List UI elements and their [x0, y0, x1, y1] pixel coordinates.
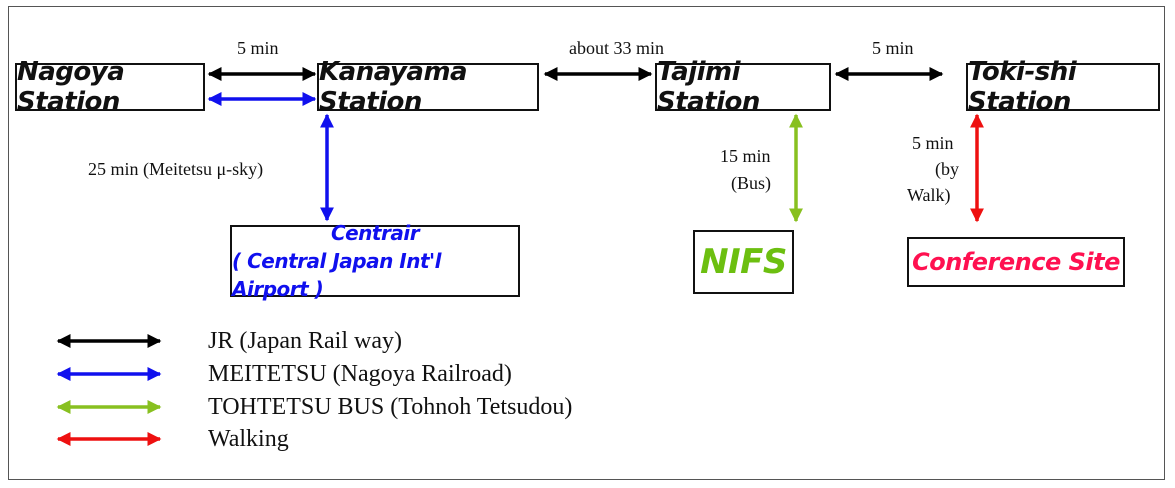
- time-toki-conf-1: 5 min: [912, 133, 954, 153]
- station-nagoya-label: Nagoya Station: [17, 57, 125, 117]
- diagram-frame: [8, 6, 1165, 480]
- time-tajimi-nifs-1: 15 min: [720, 146, 771, 166]
- nifs-label: NIFS: [700, 242, 787, 282]
- destination-centrair: Centrair ( Central Japan Int'l Airport ): [230, 221, 520, 301]
- conference-site-label: Conference Site: [912, 248, 1120, 276]
- station-tajimi: Tajimi Station: [655, 57, 831, 117]
- station-nagoya: Nagoya Station: [15, 57, 205, 117]
- time-kanayama-tajimi: about 33 min: [569, 38, 664, 58]
- legend-bus: TOHTETSU BUS (Tohnoh Tetsudou): [208, 394, 573, 420]
- time-tajimi-nifs-2: (Bus): [731, 173, 771, 193]
- station-tajimi-label: Tajimi Station: [657, 57, 760, 117]
- time-nagoya-kanayama: 5 min: [237, 38, 279, 58]
- legend-meitetsu: MEITETSU (Nagoya Railroad): [208, 361, 512, 387]
- station-toki-label: Toki-shi Station: [968, 57, 1077, 117]
- destination-nifs: NIFS: [693, 230, 794, 294]
- time-kanayama-centrair: 25 min (Meitetsu μ-sky): [88, 159, 264, 179]
- centrair-subtitle: ( Central Japan Int'l Airport ): [232, 249, 442, 301]
- legend-jr: JR (Japan Rail way): [208, 328, 402, 354]
- time-toki-conf-2: (by: [935, 159, 959, 179]
- time-tajimi-toki: 5 min: [872, 38, 914, 58]
- station-kanayama: Kanayama Station: [317, 57, 539, 117]
- centrair-title: Centrair: [330, 221, 420, 245]
- destination-conference-site: Conference Site: [907, 237, 1125, 287]
- station-kanayama-label: Kanayama Station: [319, 57, 468, 117]
- legend-walking: Walking: [208, 426, 289, 452]
- station-toki: Toki-shi Station: [966, 57, 1160, 117]
- time-toki-conf-3: Walk): [907, 185, 951, 205]
